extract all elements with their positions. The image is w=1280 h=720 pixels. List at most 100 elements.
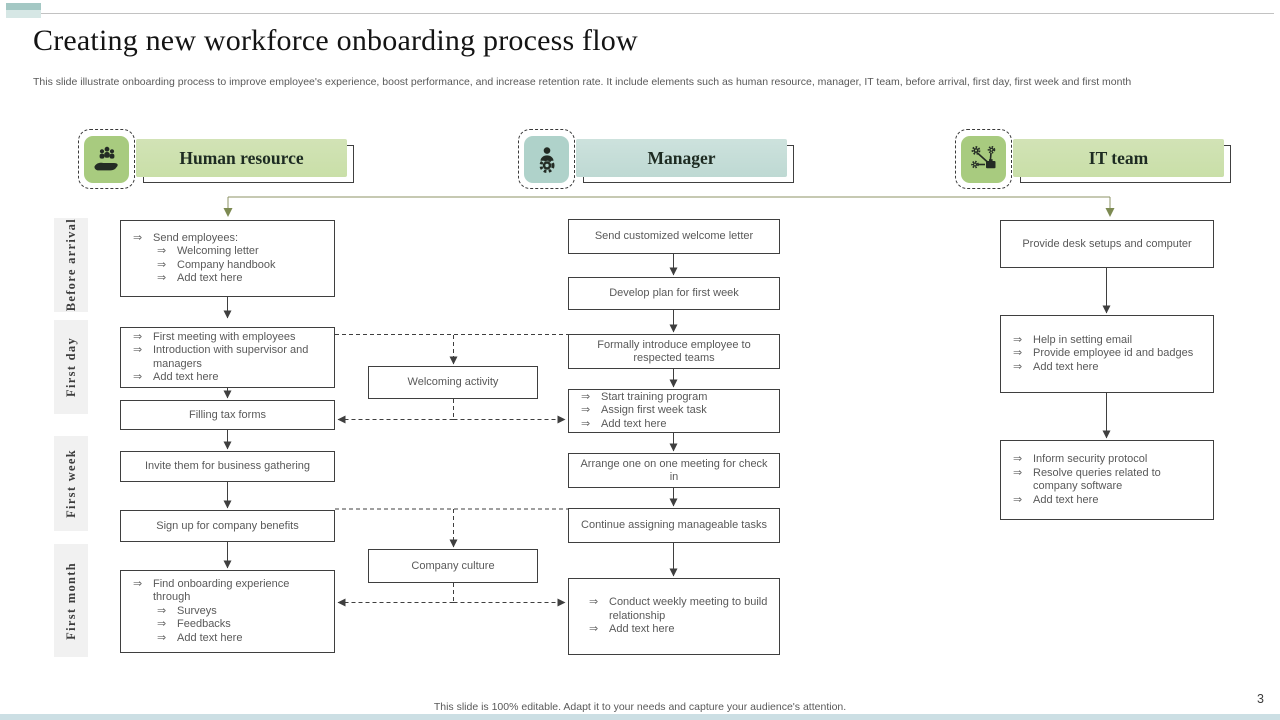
bullet-text: Conduct weekly meeting to build relation… bbox=[609, 596, 768, 622]
bullet-item: ⇒ Add text here bbox=[157, 632, 329, 646]
bullet-item: ⇒ Conduct weekly meeting to build relatio… bbox=[589, 596, 774, 623]
hr-icon-box bbox=[84, 135, 129, 183]
bullet-item: ⇒ Add text here bbox=[157, 272, 329, 286]
mgr-box-weekly-meeting: ⇒ Conduct weekly meeting to build relatio… bbox=[568, 578, 780, 655]
bullet-text: Add text here bbox=[177, 272, 243, 284]
bullet-item: ⇒Add text here bbox=[133, 371, 329, 385]
bullet-text: Send employees: bbox=[153, 231, 238, 244]
mgr-box-training-program: ⇒Start training program ⇒ Assign first we… bbox=[568, 389, 780, 433]
bullet-arrow-icon: ⇒ bbox=[1013, 333, 1023, 346]
bullet-item: ⇒ Welcoming letter bbox=[157, 245, 329, 259]
mgr-box-manageable-tasks: Continue assigning manageable tasks bbox=[568, 508, 780, 543]
bullet-text: Welcoming letter bbox=[177, 245, 259, 257]
hr-box-business-gathering: Invite them for business gathering bbox=[120, 451, 335, 482]
header-rule bbox=[41, 13, 1274, 14]
bullet-item: ⇒Add text here bbox=[589, 623, 774, 637]
mgr-box-develop-plan: Develop plan for first week bbox=[568, 277, 780, 310]
bullet-arrow-icon: ⇒ bbox=[157, 245, 167, 257]
box-text: Company culture bbox=[411, 559, 495, 572]
it-box-desk-setups: Provide desk setups and computer bbox=[1000, 220, 1214, 268]
bullet-arrow-icon: ⇒ bbox=[157, 258, 167, 271]
bullet-text: Add text here bbox=[601, 417, 667, 430]
manager-icon-badge bbox=[518, 129, 575, 189]
lane-header-human-resource: Human resource bbox=[136, 139, 347, 177]
bullet-text: Add text here bbox=[1033, 360, 1099, 373]
bullet-item: ⇒Find onboarding experience through bbox=[133, 578, 329, 605]
bullet-arrow-icon: ⇒ bbox=[581, 404, 591, 417]
bullet-arrow-icon: ⇒ bbox=[133, 330, 143, 343]
slide-subtitle: This slide illustrate onboarding process… bbox=[33, 76, 1132, 88]
bullet-item: ⇒Start training program bbox=[581, 391, 774, 405]
row-label-first-week: First week bbox=[54, 436, 88, 531]
hand-holding-people-icon bbox=[93, 146, 118, 171]
bullet-arrow-icon: ⇒ bbox=[133, 231, 143, 244]
it-box-security-protocol: ⇒Inform security protocol ⇒ Resolve queri… bbox=[1000, 440, 1214, 520]
bullet-arrow-icon: ⇒ bbox=[589, 596, 599, 609]
bullet-item: ⇒ Resolve queries related to company soft… bbox=[1013, 467, 1208, 494]
row-label-first-day: First day bbox=[54, 320, 88, 414]
lane-header-manager: Manager bbox=[576, 139, 787, 177]
mgr-box-one-on-one: Arrange one on one meeting for check in bbox=[568, 453, 780, 488]
bullet-arrow-icon: ⇒ bbox=[133, 344, 143, 356]
box-text: Develop plan for first week bbox=[609, 287, 739, 299]
page-title: Creating new workforce onboarding proces… bbox=[33, 24, 638, 57]
deco-square-light bbox=[6, 10, 41, 18]
bullet-text: Help in setting email bbox=[1033, 333, 1133, 346]
bullet-arrow-icon: ⇒ bbox=[581, 417, 591, 430]
bullet-item: ⇒Company handbook bbox=[157, 259, 329, 273]
bullet-item: ⇒ Add text here bbox=[1013, 494, 1208, 508]
bullet-arrow-icon: ⇒ bbox=[581, 390, 591, 403]
box-text: Sign up for company benefits bbox=[156, 519, 299, 532]
bullet-item: ⇒First meeting with employees bbox=[133, 331, 329, 345]
mgr-box-introduce-teams: Formally introduce employee to respected… bbox=[568, 334, 780, 369]
bullet-text: Assign first week task bbox=[601, 404, 707, 417]
lane-header-it-team: IT team bbox=[1013, 139, 1224, 177]
mgr-box-welcome-letter: Send customized welcome letter bbox=[568, 219, 780, 254]
dashed-connectors bbox=[335, 334, 568, 607]
box-text: Send customized welcome letter bbox=[594, 230, 754, 242]
page-number: 3 bbox=[1257, 692, 1264, 706]
bullet-arrow-icon: ⇒ bbox=[589, 623, 599, 636]
bullet-item: ⇒Surveys bbox=[157, 605, 329, 619]
row-label-first-month: First month bbox=[54, 544, 88, 657]
bullet-item: ⇒Inform security protocol bbox=[1013, 453, 1208, 467]
mid-box-welcoming-activity: Welcoming activity bbox=[368, 366, 538, 399]
lane-header-label: IT team bbox=[1088, 147, 1149, 168]
bullet-arrow-icon: ⇒ bbox=[1013, 360, 1023, 373]
manager-icon-box bbox=[524, 135, 569, 183]
bullet-item: ⇒ Help in setting email bbox=[1013, 334, 1208, 348]
box-text: Filling tax forms bbox=[188, 408, 267, 421]
bullet-text: Resolve queries related to company softw… bbox=[1033, 466, 1161, 493]
bullet-text: Feedbacks bbox=[177, 618, 231, 631]
bullet-arrow-icon: ⇒ bbox=[157, 272, 167, 284]
bullet-item: ⇒ Add text here bbox=[581, 418, 774, 432]
bullet-arrow-icon: ⇒ bbox=[1013, 466, 1023, 479]
bullet-item: ⇒ Send employees: bbox=[133, 232, 329, 246]
lane-header-label: Manager bbox=[647, 147, 716, 168]
it-icon-box bbox=[961, 135, 1006, 183]
network-gears-icon bbox=[970, 146, 995, 169]
box-text: Formally introduce employee to respected… bbox=[597, 338, 751, 364]
bullet-arrow-icon: ⇒ bbox=[157, 631, 167, 644]
hr-box-first-meeting: ⇒First meeting with employees ⇒ Introduct… bbox=[120, 327, 335, 388]
mid-box-company-culture: Company culture bbox=[368, 549, 538, 583]
bullet-arrow-icon: ⇒ bbox=[1013, 493, 1023, 506]
row-label-before-arrival: Before arrival bbox=[54, 218, 88, 312]
bullet-item: ⇒ Assign first week task bbox=[581, 404, 774, 418]
box-text: Continue assigning manageable tasks bbox=[581, 519, 767, 531]
footer-note: This slide is 100% editable. Adapt it to… bbox=[433, 701, 847, 713]
bullet-text: Introduction with supervisor and manager… bbox=[153, 344, 309, 370]
hr-box-filling-tax-forms: Filling tax forms bbox=[120, 400, 335, 430]
bullet-text: Add text here bbox=[1033, 493, 1099, 506]
hr-box-onboarding-experience: ⇒Find onboarding experience through ⇒Sur… bbox=[120, 570, 335, 653]
box-text: Invite them for business gathering bbox=[144, 460, 311, 472]
hr-box-send-employees: ⇒Send employees: ⇒Welcoming letter ⇒Comp… bbox=[120, 220, 335, 297]
bullet-text: Add text here bbox=[177, 631, 243, 644]
bullet-text: Provide employee id and badges bbox=[1033, 347, 1194, 360]
bottom-accent-strip bbox=[0, 714, 1280, 720]
bullet-arrow-icon: ⇒ bbox=[157, 604, 167, 617]
hr-icon-badge bbox=[78, 129, 135, 189]
bullet-item: ⇒Provide employee id and badges bbox=[1013, 347, 1208, 361]
